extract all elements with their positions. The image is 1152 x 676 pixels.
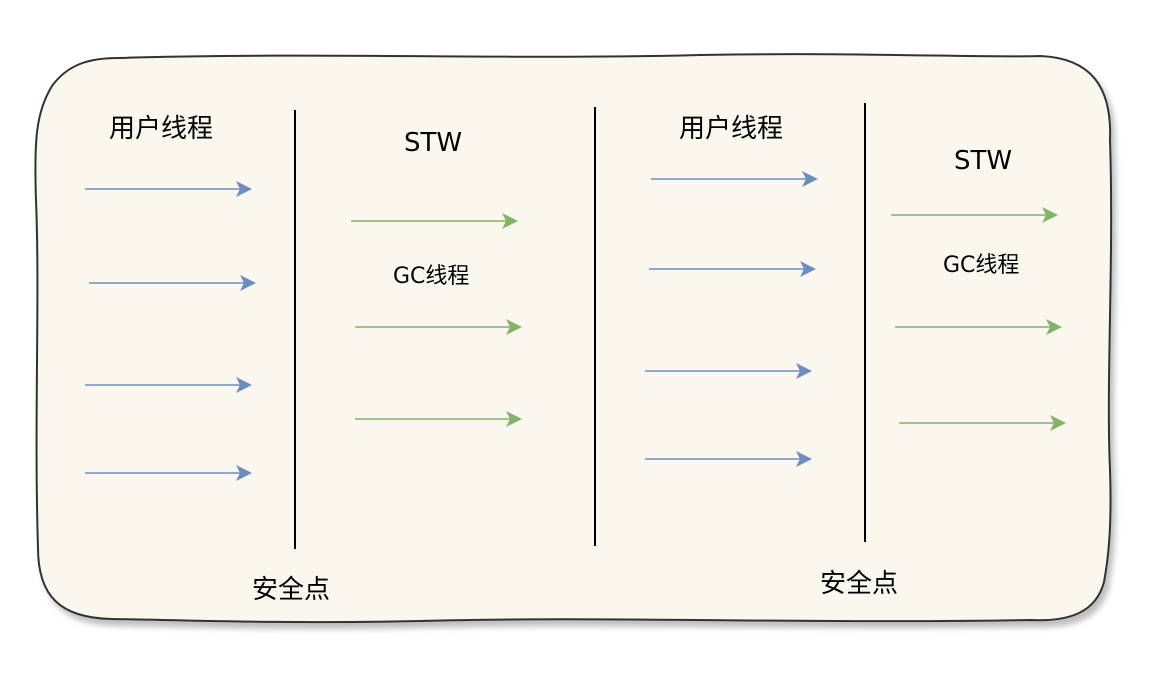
user-thread-label-2: 用户线程 — [679, 114, 784, 144]
user-thread-arrow — [85, 465, 252, 481]
gc-thread-arrows-group-2 — [891, 207, 1066, 431]
gc-thread-label-1: GC线程 — [393, 264, 470, 289]
safepoint-label-2: 安全点 — [820, 569, 899, 599]
user-thread-arrow — [645, 451, 812, 467]
gc-thread-arrow — [895, 319, 1062, 335]
user-thread-arrow — [89, 275, 256, 291]
gc-thread-arrow — [351, 213, 518, 229]
gc-thread-arrow — [355, 411, 522, 427]
gc-thread-arrow — [891, 207, 1058, 223]
gc-thread-arrow — [899, 415, 1066, 431]
stw-label-2: STW — [954, 146, 1013, 176]
user-thread-arrow — [85, 181, 252, 197]
user-thread-arrows-group-1 — [85, 181, 256, 481]
stw-label-1: STW — [404, 128, 463, 158]
user-thread-arrow — [85, 377, 252, 393]
diagram-panel — [34, 53, 1113, 624]
user-thread-arrow — [649, 261, 816, 277]
user-thread-arrow — [651, 171, 818, 187]
gc-thread-arrows-group-1 — [351, 213, 522, 427]
gc-thread-arrow — [355, 319, 522, 335]
user-thread-arrows-group-2 — [645, 171, 818, 467]
safepoint-label-1: 安全点 — [252, 575, 331, 605]
user-thread-arrow — [645, 363, 812, 379]
user-thread-label-1: 用户线程 — [109, 114, 214, 144]
gc-thread-label-2: GC线程 — [943, 253, 1020, 278]
